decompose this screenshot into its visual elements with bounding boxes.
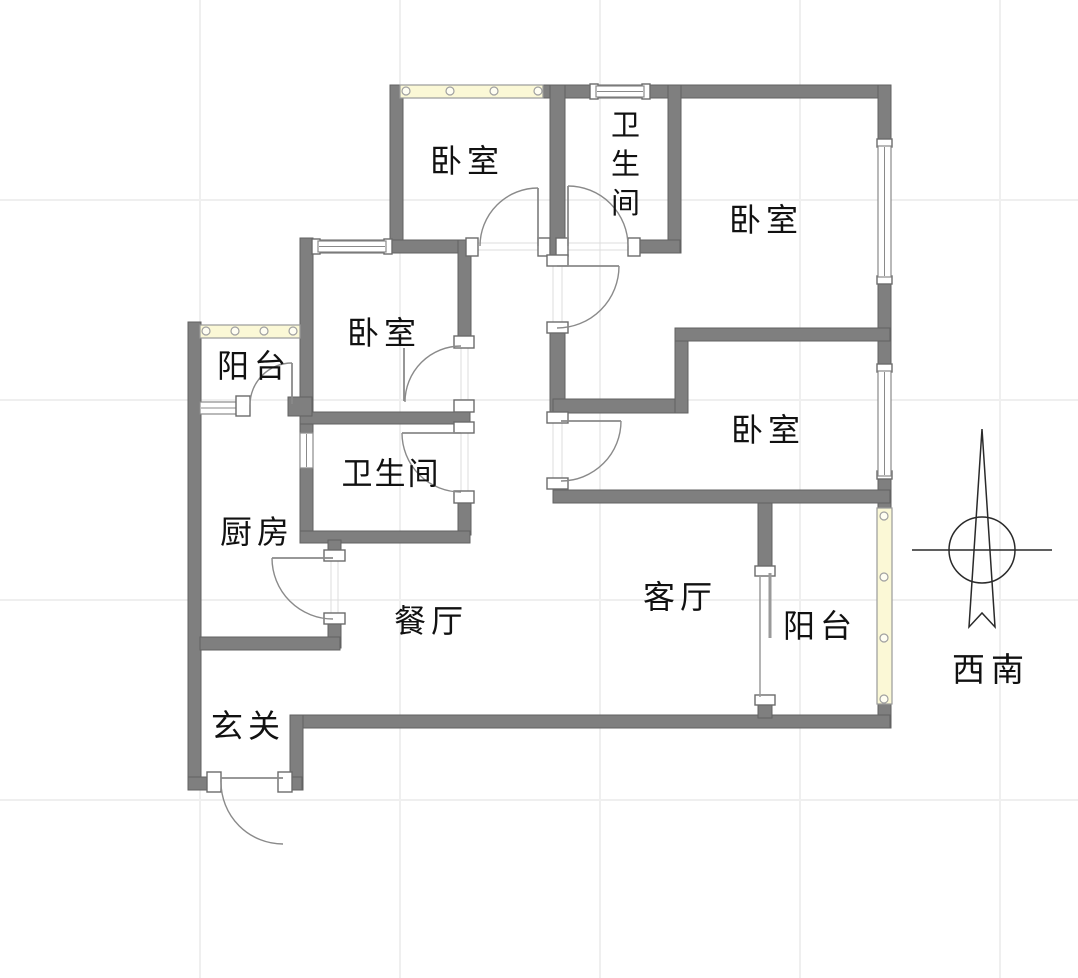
door-bathroom-n	[567, 185, 629, 247]
window-bedroom-nw	[399, 84, 544, 99]
door-bathroom-s	[401, 432, 462, 493]
window-bedroom-e	[876, 363, 893, 480]
room-label-bedroom-w: 卧室	[346, 315, 422, 351]
door-entry	[220, 777, 284, 845]
room-label-living: 客厅	[642, 579, 718, 615]
window-balcony-w	[199, 324, 301, 339]
door-frames	[206, 237, 776, 793]
room-label-bedroom-nw: 卧室	[429, 143, 505, 179]
room-label-bathroom-n: 卫生间	[606, 109, 639, 227]
door-hall	[556, 265, 620, 329]
room-label-bathroom-s: 卫生间	[341, 456, 441, 492]
door-bedroom-e	[560, 420, 622, 482]
window-bathroom-s	[299, 432, 314, 469]
window-balcony-s	[876, 507, 893, 705]
windows	[199, 83, 893, 480]
compass	[912, 428, 1052, 630]
room-label-kitchen: 厨房	[219, 514, 295, 550]
room-label-entry: 玄关	[210, 708, 286, 744]
doors	[220, 185, 772, 845]
window-bathroom-n	[589, 83, 651, 100]
compass-needle	[968, 428, 996, 630]
bay-windows	[199, 84, 893, 705]
window-bedroom-ne	[876, 138, 893, 285]
room-label-balcony-w: 阳台	[216, 348, 292, 384]
door-bedroom-w	[403, 345, 462, 403]
door-balcony-w	[249, 362, 293, 406]
door-openings	[330, 242, 628, 613]
door-kitchen	[271, 557, 334, 620]
room-label-bedroom-e: 卧室	[730, 412, 806, 448]
door-bedroom-nw	[479, 187, 539, 247]
room-label-balcony-s: 阳台	[782, 608, 858, 644]
room-label-dining: 餐厅	[393, 603, 469, 639]
sliding-door-balcony-s	[759, 573, 772, 697]
compass-direction-label: 西南	[952, 653, 1030, 689]
room-label-bedroom-ne: 卧室	[728, 202, 804, 238]
window-bedroom-w	[311, 238, 393, 255]
window-balcony-w-side	[199, 401, 239, 415]
